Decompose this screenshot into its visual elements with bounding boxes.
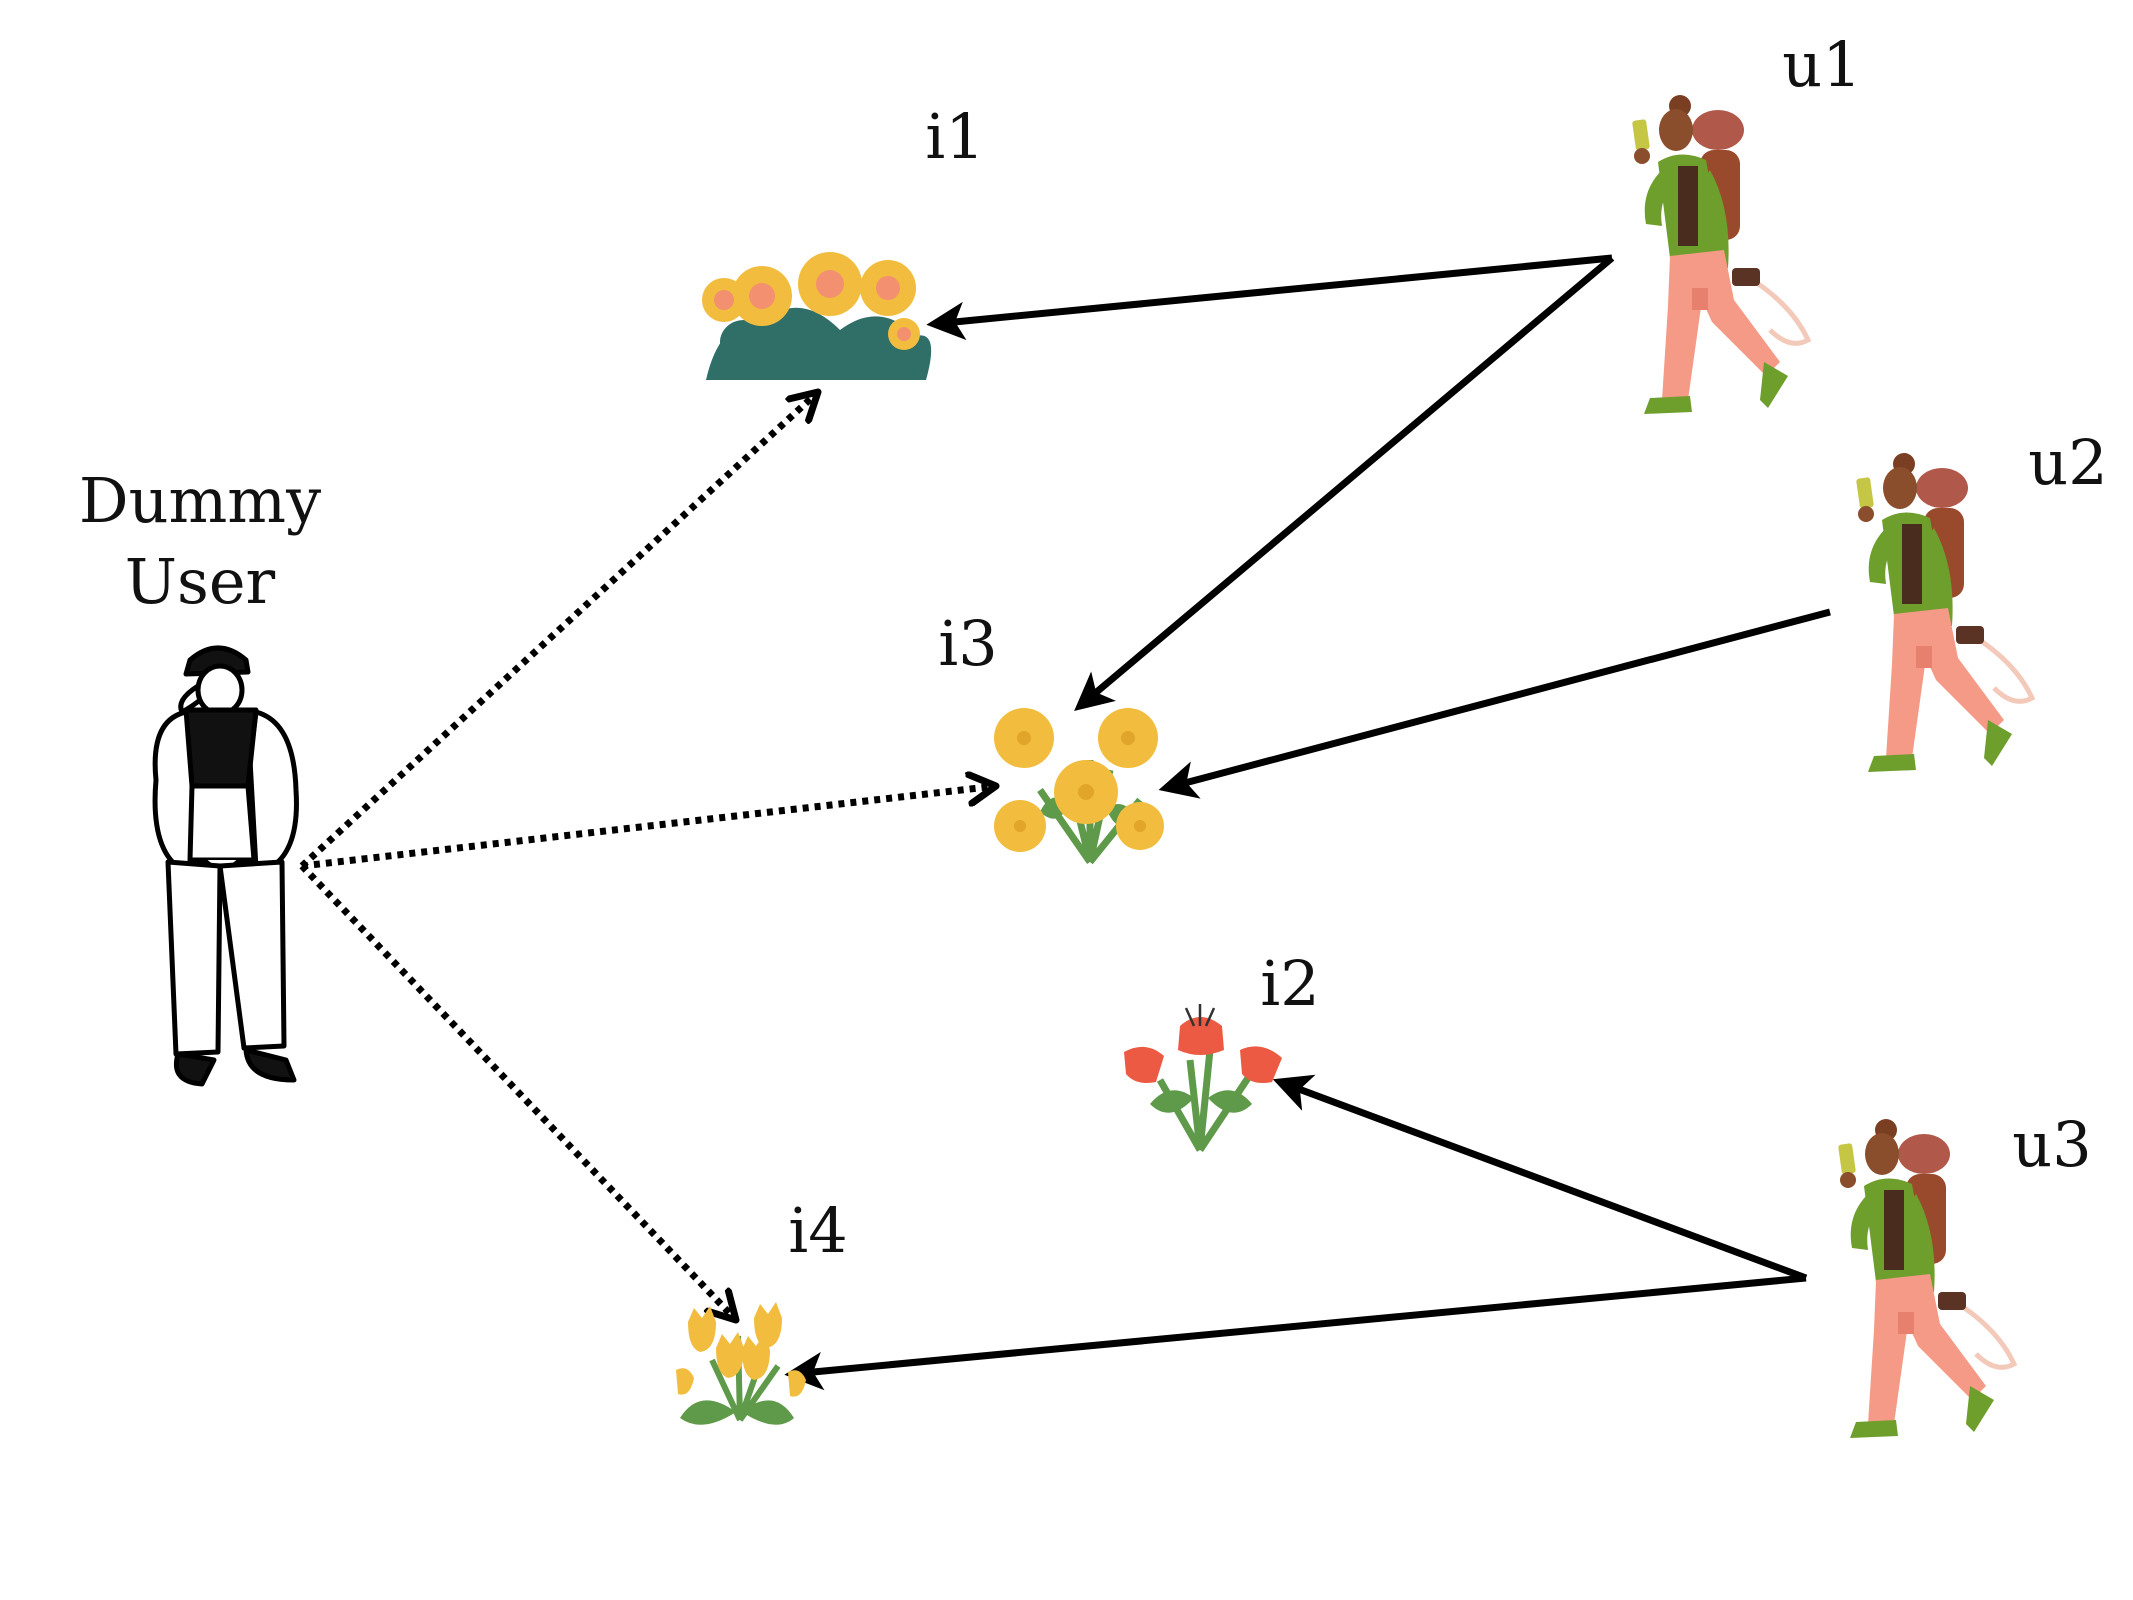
item-label-i3: i3 — [938, 607, 997, 680]
yellow-flowers-icon — [994, 708, 1164, 865]
edge-dummy-to-i3 — [301, 786, 996, 870]
edge-dummy-to-i4 — [299, 863, 736, 1320]
user-node-u1: u1 — [1632, 28, 1862, 414]
item-node-i1: i1 — [702, 100, 985, 380]
edge-u3-to-i4 — [784, 1274, 1807, 1391]
user-label-u3: u3 — [2012, 1108, 2091, 1181]
red-flowers-icon — [1124, 1004, 1282, 1152]
edges-layer — [299, 254, 1831, 1391]
flower-bush-icon — [702, 252, 932, 380]
traveler-figure-u3 — [1838, 1119, 2014, 1438]
edge-u1-to-i3 — [1074, 255, 1615, 711]
dummy-user-label-line1: Dummy — [79, 464, 321, 537]
edge-u1-to-i1 — [926, 254, 1613, 341]
item-node-i4: i4 — [676, 1194, 848, 1425]
traveler-figure-u1 — [1632, 95, 1808, 414]
edge-u2-to-i3 — [1158, 608, 1831, 799]
item-label-i2: i2 — [1260, 947, 1319, 1020]
yellow-tulips-icon — [676, 1302, 806, 1425]
item-node-i2: i2 — [1124, 947, 1320, 1152]
user-node-u2: u2 — [1856, 426, 2108, 772]
dummy-user-node: Dummy User — [79, 464, 321, 1087]
item-node-i3: i3 — [938, 607, 1164, 865]
edge-dummy-to-i1 — [299, 392, 818, 869]
item-label-i1: i1 — [925, 100, 984, 173]
dummy-user-figure — [152, 645, 299, 1087]
item-label-i4: i4 — [788, 1194, 847, 1267]
user-label-u2: u2 — [2028, 426, 2107, 499]
traveler-figure-u2 — [1856, 453, 2032, 772]
dummy-user-label-line2: User — [125, 545, 276, 618]
user-label-u1: u1 — [1782, 28, 1861, 101]
user-node-u3: u3 — [1838, 1108, 2092, 1438]
edge-u3-to-i2 — [1272, 1074, 1808, 1282]
